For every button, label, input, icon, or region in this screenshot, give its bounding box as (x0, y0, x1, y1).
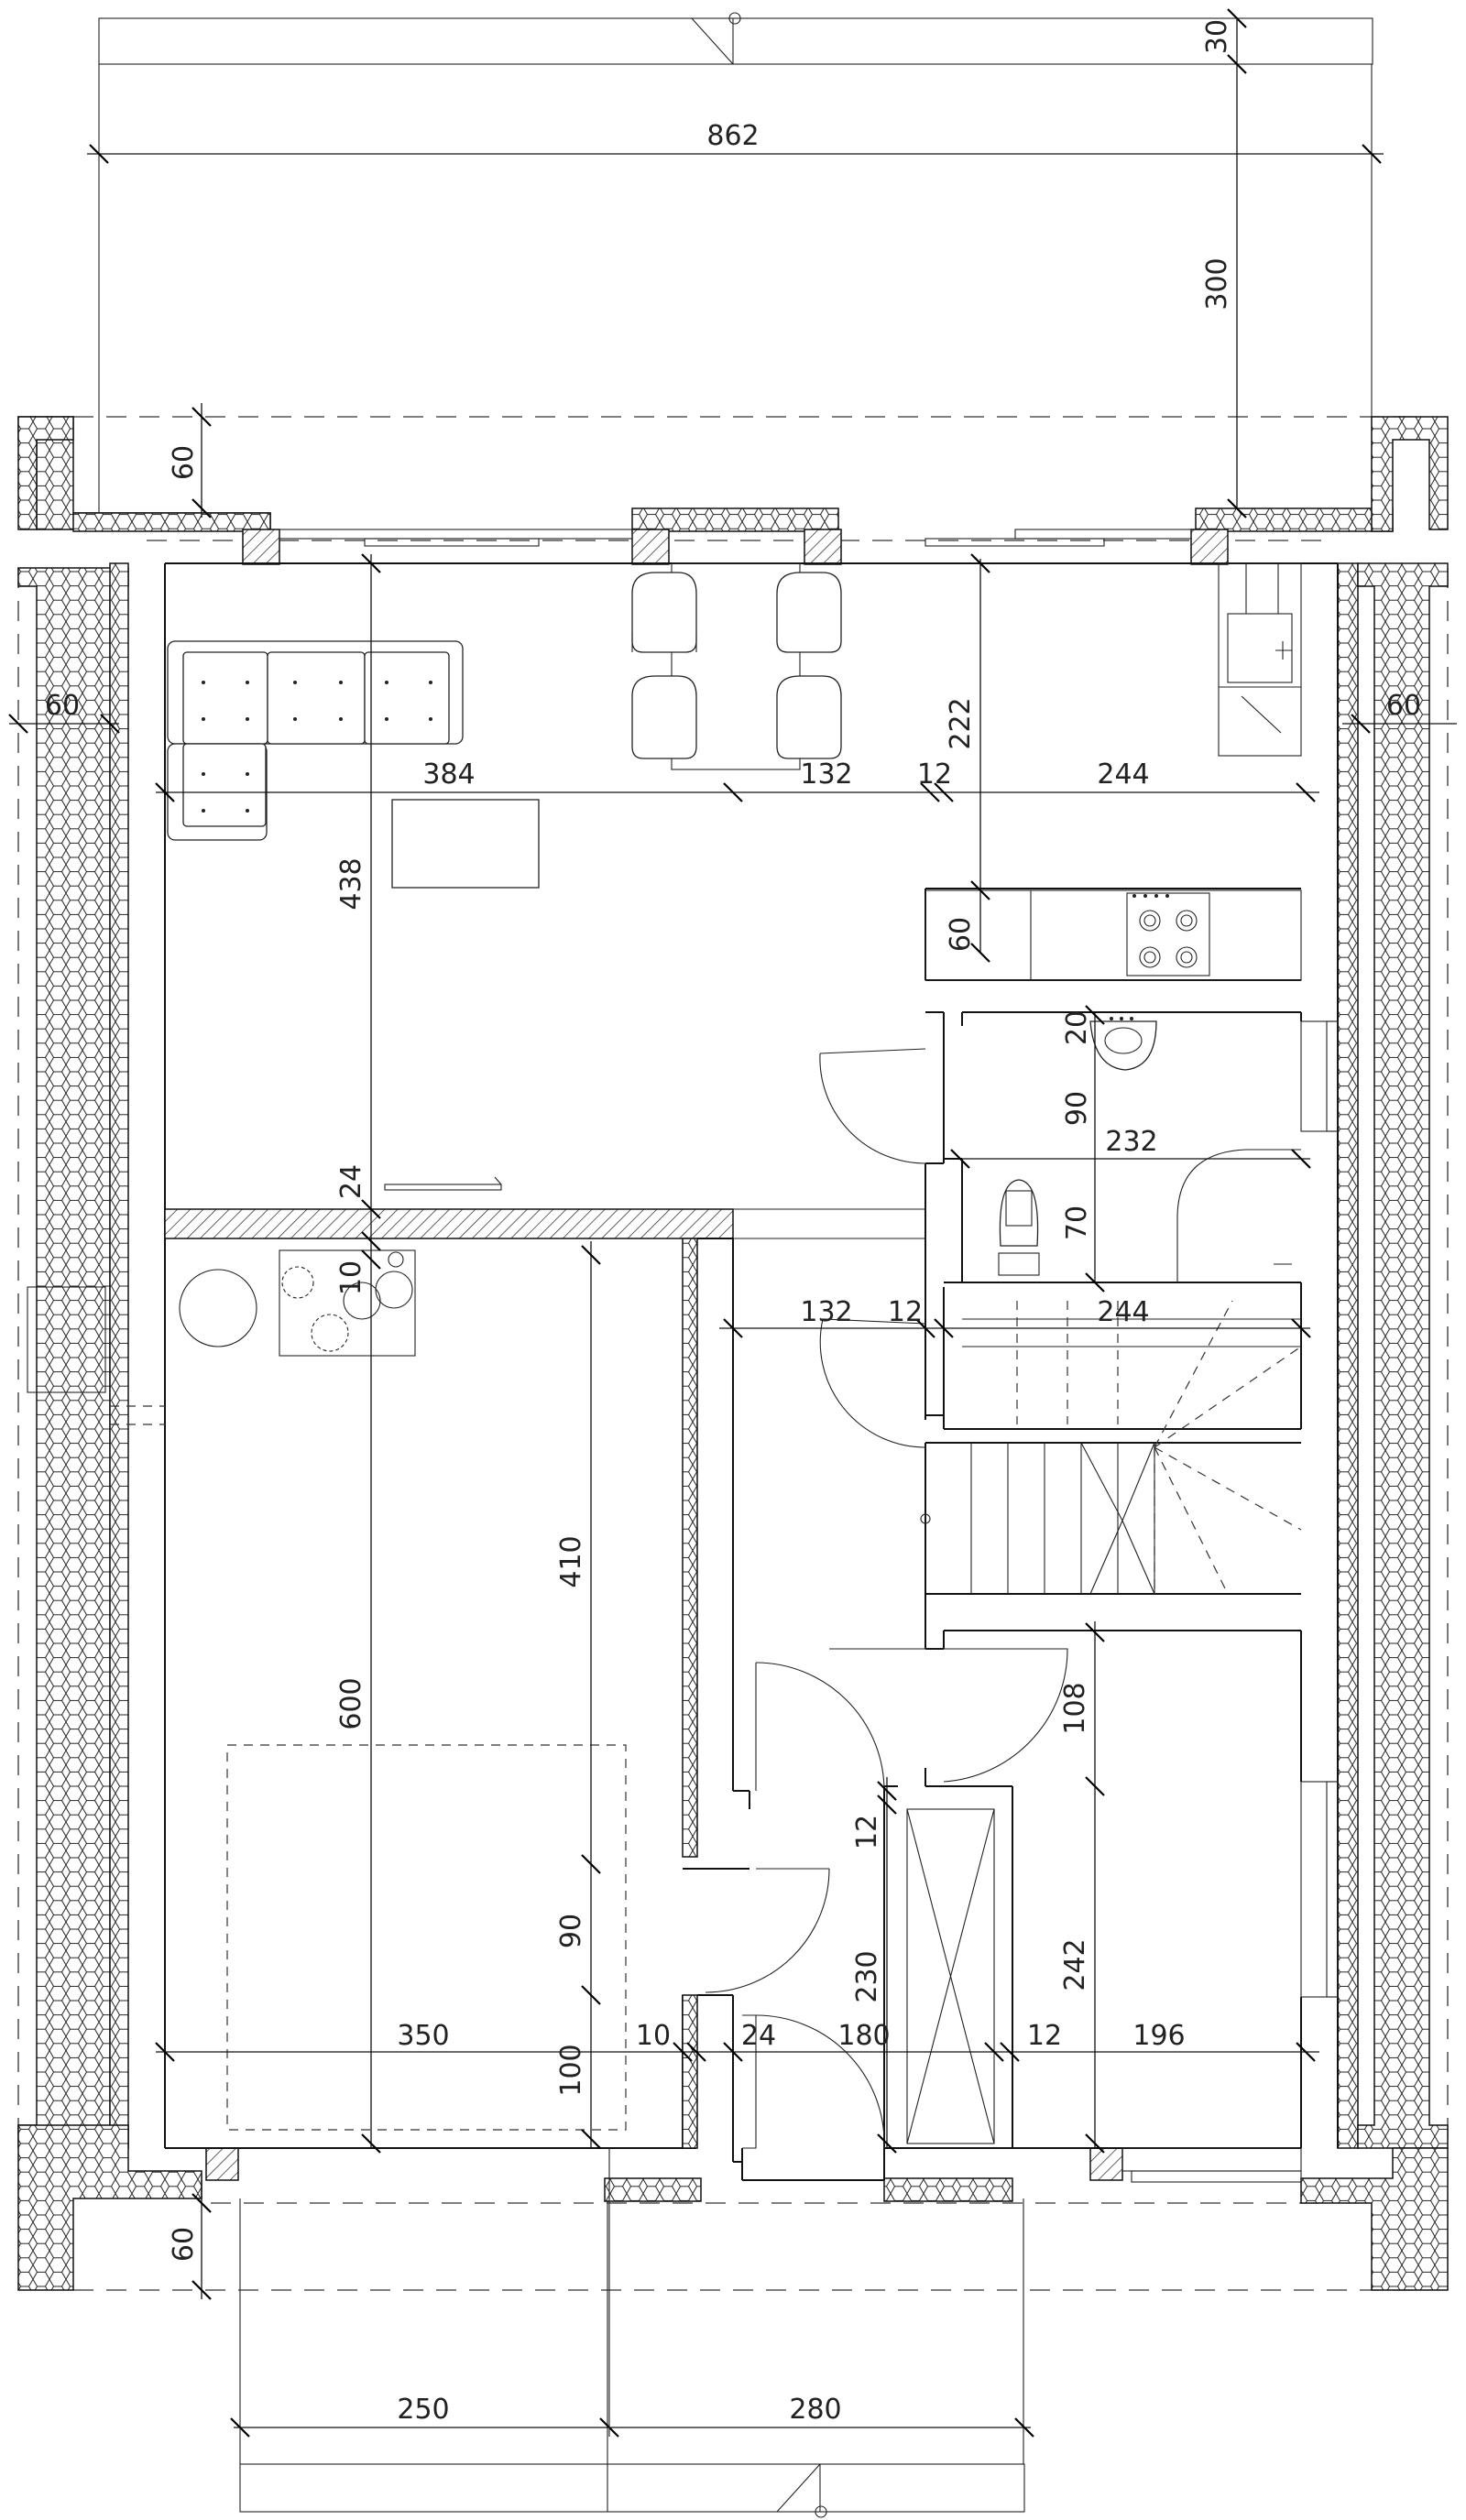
sofa (167, 640, 464, 841)
dim-410: 410 (555, 1535, 587, 1587)
dim-12c: 12 (851, 1815, 883, 1849)
wardrobe (906, 1808, 995, 2144)
dim-left-60: 60 (45, 690, 80, 722)
dim-132b: 132 (800, 1296, 852, 1328)
roof-outline (17, 416, 1449, 2291)
dim-70: 70 (1061, 1205, 1093, 1240)
garage-car-outline (226, 1744, 627, 2131)
dimension-lines (8, 8, 1457, 2438)
columns (205, 529, 1229, 2181)
dim-bottom-60: 60 (168, 2227, 200, 2262)
dim-600: 600 (335, 1677, 367, 1729)
top-windows (279, 529, 1192, 547)
dim-10b: 10 (636, 2020, 671, 2052)
chimney (27, 1286, 106, 1393)
dim-438: 438 (335, 857, 367, 910)
bottom-terrace (239, 2198, 1025, 2518)
dim-250: 250 (397, 2394, 449, 2426)
dim-300: 300 (1201, 257, 1233, 310)
kitchen (924, 562, 1302, 981)
dim-222: 222 (945, 697, 977, 749)
dim-12b: 12 (888, 1296, 923, 1328)
interior-walls (164, 562, 1339, 2183)
doors (705, 1048, 1068, 2149)
dim-280: 280 (789, 2394, 841, 2426)
dim-862: 862 (706, 120, 759, 152)
dim-132: 132 (800, 758, 852, 791)
dim-20: 20 (1061, 1010, 1093, 1045)
dim-top-60: 60 (168, 445, 200, 480)
dim-right-60: 60 (1386, 690, 1421, 722)
dim-244b: 244 (1097, 1296, 1149, 1328)
dim-100: 100 (555, 2044, 587, 2096)
tv-stand (384, 1184, 502, 1191)
dim-244: 244 (1097, 758, 1149, 791)
dim-24b: 24 (741, 2020, 776, 2052)
dim-196: 196 (1132, 2020, 1185, 2052)
dim-30: 30 (1201, 19, 1233, 54)
dim-10: 10 (335, 1260, 367, 1295)
round-table (179, 1249, 416, 1357)
dim-384: 384 (422, 758, 475, 791)
dim-12d: 12 (1027, 2020, 1062, 2052)
dim-232: 232 (1105, 1126, 1157, 1158)
dim-12a: 12 (917, 758, 952, 791)
dim-230: 230 (851, 1950, 883, 2002)
stairs (920, 1300, 1302, 1595)
exterior-walls (17, 416, 1449, 2291)
dim-90-garage: 90 (555, 1914, 587, 1948)
bathroom (998, 1017, 1301, 1282)
dim-24: 24 (335, 1164, 367, 1199)
dim-108: 108 (1059, 1682, 1091, 1734)
top-terrace (98, 12, 1373, 513)
dim-350: 350 (397, 2020, 449, 2052)
dim-242: 242 (1059, 1938, 1091, 1991)
dim-180: 180 (837, 2020, 890, 2052)
dim-60-counter: 60 (945, 917, 977, 952)
dim-90-bath: 90 (1061, 1091, 1093, 1126)
coffee-table (391, 799, 540, 889)
dimension-labels: 30 862 300 60 60 60 384 132 12 244 222 6… (45, 19, 1421, 2426)
dining-table (631, 562, 842, 770)
